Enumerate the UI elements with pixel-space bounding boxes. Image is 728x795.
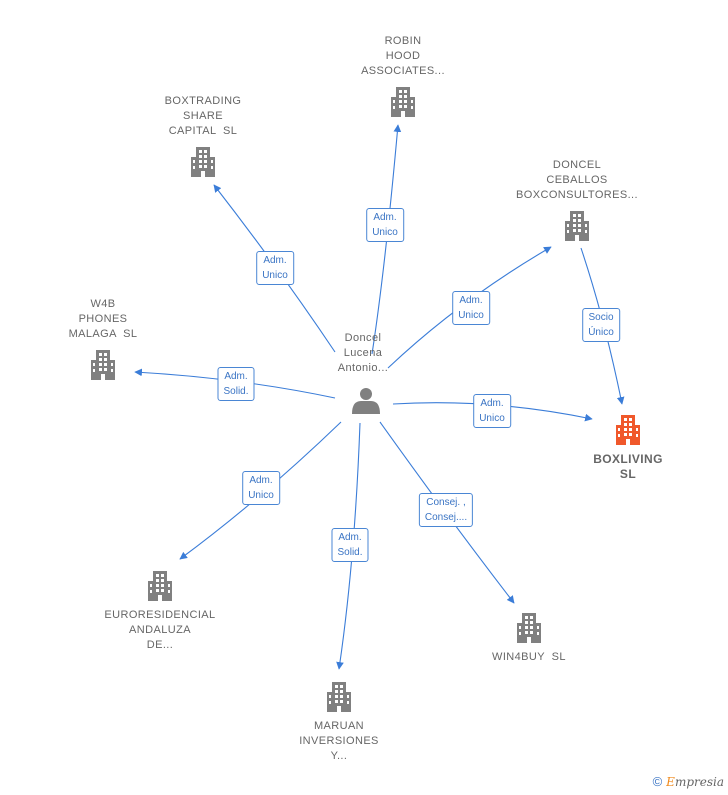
w4b-label[interactable]: W4B PHONES MALAGA SL: [68, 298, 138, 340]
brand-logo: Empresia: [666, 775, 724, 789]
e-doncel-relation-label[interactable]: Adm. Unico: [452, 291, 490, 325]
footer-brand: ©Empresia: [653, 774, 724, 789]
e-maruan-relation-label[interactable]: Adm. Solid.: [331, 528, 369, 562]
doncel-label[interactable]: DONCEL CEBALLOS BOXCONSULTORES...: [516, 159, 638, 201]
doncel-building-icon[interactable]: [565, 211, 589, 241]
win4buy-building-icon[interactable]: [517, 613, 541, 643]
boxliving-label[interactable]: BOXLIVING SL: [593, 452, 663, 481]
robin-building-icon[interactable]: [391, 87, 415, 117]
e-w4b-relation-label[interactable]: Adm. Solid.: [217, 367, 255, 401]
e-boxtrading-relation-label[interactable]: Adm. Unico: [256, 251, 294, 285]
maruan-label[interactable]: MARUAN INVERSIONES Y...: [299, 720, 379, 762]
euro-label[interactable]: EURORESIDENCIAL ANDALUZA DE...: [104, 609, 216, 651]
e-socio-relation-label[interactable]: Socio Único: [582, 308, 620, 342]
maruan-building-icon[interactable]: [327, 682, 351, 712]
win4buy-label[interactable]: WIN4BUY SL: [492, 651, 566, 663]
w4b-building-icon[interactable]: [91, 350, 115, 380]
e-robin-relation-label[interactable]: Adm. Unico: [366, 208, 404, 242]
e-robin-line: [371, 124, 402, 355]
robin-label[interactable]: ROBIN HOOD ASSOCIATES...: [361, 35, 445, 77]
euro-building-icon[interactable]: [148, 571, 172, 601]
e-win4buy-relation-label[interactable]: Consej. , Consej....: [418, 493, 474, 527]
center-person-label[interactable]: Doncel Lucena Antonio...: [337, 332, 389, 374]
e-euro-relation-label[interactable]: Adm. Unico: [242, 471, 280, 505]
boxtrading-label[interactable]: BOXTRADING SHARE CAPITAL SL: [164, 95, 242, 137]
boxtrading-building-icon[interactable]: [191, 147, 215, 177]
e-boxliving-relation-label[interactable]: Adm. Unico: [473, 394, 511, 428]
person-icon[interactable]: [352, 388, 380, 414]
copyright-icon: ©: [652, 774, 663, 789]
boxliving-building-icon[interactable]: [616, 415, 640, 445]
